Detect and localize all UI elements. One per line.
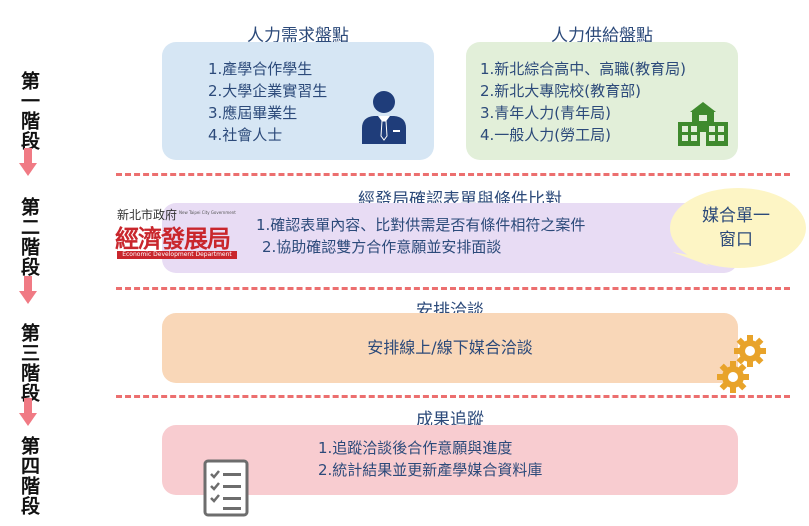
supply-item: 3.青年人力(青年局) (480, 104, 612, 122)
businessman-icon (362, 91, 406, 144)
stage-divider (116, 395, 790, 398)
stage3-box: 安排線上/線下媒合洽談 (162, 313, 738, 383)
stage4-item: 1.追蹤洽談後合作意願與進度 (318, 439, 513, 457)
demand-title: 人力需求盤點 (247, 26, 349, 46)
stage-divider (116, 173, 790, 176)
down-arrow-icon (19, 398, 37, 426)
supply-title: 人力供給盤點 (551, 26, 653, 46)
supply-item: 2.新北大專院校(教育部) (480, 82, 642, 100)
callout-text: 媒合單一 窗口 (676, 204, 796, 252)
logo-top-text: 新北市政府 (117, 208, 178, 222)
stage-label-2: 第二階段 (18, 197, 40, 277)
stage2-item: 2.協助確認雙方合作意願並安排面談 (262, 238, 502, 256)
stage2-item: 1.確認表單內容、比對供需是否有條件相符之案件 (256, 216, 586, 234)
stage3-item: 安排線上/線下媒合洽談 (367, 338, 533, 357)
gear-icon (734, 335, 766, 367)
demand-item: 3.應屆畢業生 (208, 104, 298, 122)
stage4-item: 2.統計結果並更新產學媒合資料庫 (318, 461, 543, 479)
checklist-icon (203, 459, 249, 517)
supply-item: 4.一般人力(勞工局) (480, 126, 612, 144)
callout-line: 媒合單一 (702, 206, 770, 226)
callout-line: 窗口 (719, 230, 753, 250)
logo-small-en: New Taipei City Government (179, 210, 236, 215)
callout-bubble (670, 188, 806, 268)
supply-box: 1.新北綜合高中、高職(教育局) 2.新北大專院校(教育部) 3.青年人力(青年… (466, 42, 738, 160)
school-building-icon (678, 102, 728, 146)
demand-box: 1.產學合作學生 2.大學企業實習生 3.應屆畢業生 4.社會人士 (162, 42, 434, 160)
demand-item: 2.大學企業實習生 (208, 82, 328, 100)
demand-item: 4.社會人士 (208, 126, 283, 144)
stage-label-4: 第四階段 (18, 436, 40, 516)
logo-sub-en: Economic Development Department (117, 251, 237, 259)
demand-item: 1.產學合作學生 (208, 60, 313, 78)
gear-icon (717, 361, 749, 393)
logo-main-text: 經濟發展局 (115, 225, 231, 253)
stage-divider (116, 287, 790, 290)
down-arrow-icon (19, 148, 37, 176)
stage-label-3: 第三階段 (18, 323, 40, 403)
supply-item: 1.新北綜合高中、高職(教育局) (480, 60, 687, 78)
economic-development-logo: 新北市政府 New Taipei City Government 經濟發展局 E… (113, 206, 241, 262)
stage4-box: 1.追蹤洽談後合作意願與進度 2.統計結果並更新產學媒合資料庫 (162, 425, 738, 495)
stage-label-1: 第一階段 (18, 71, 40, 151)
down-arrow-icon (19, 276, 37, 304)
stage2-box: 1.確認表單內容、比對供需是否有條件相符之案件 2.協助確認雙方合作意願並安排面… (162, 203, 738, 273)
